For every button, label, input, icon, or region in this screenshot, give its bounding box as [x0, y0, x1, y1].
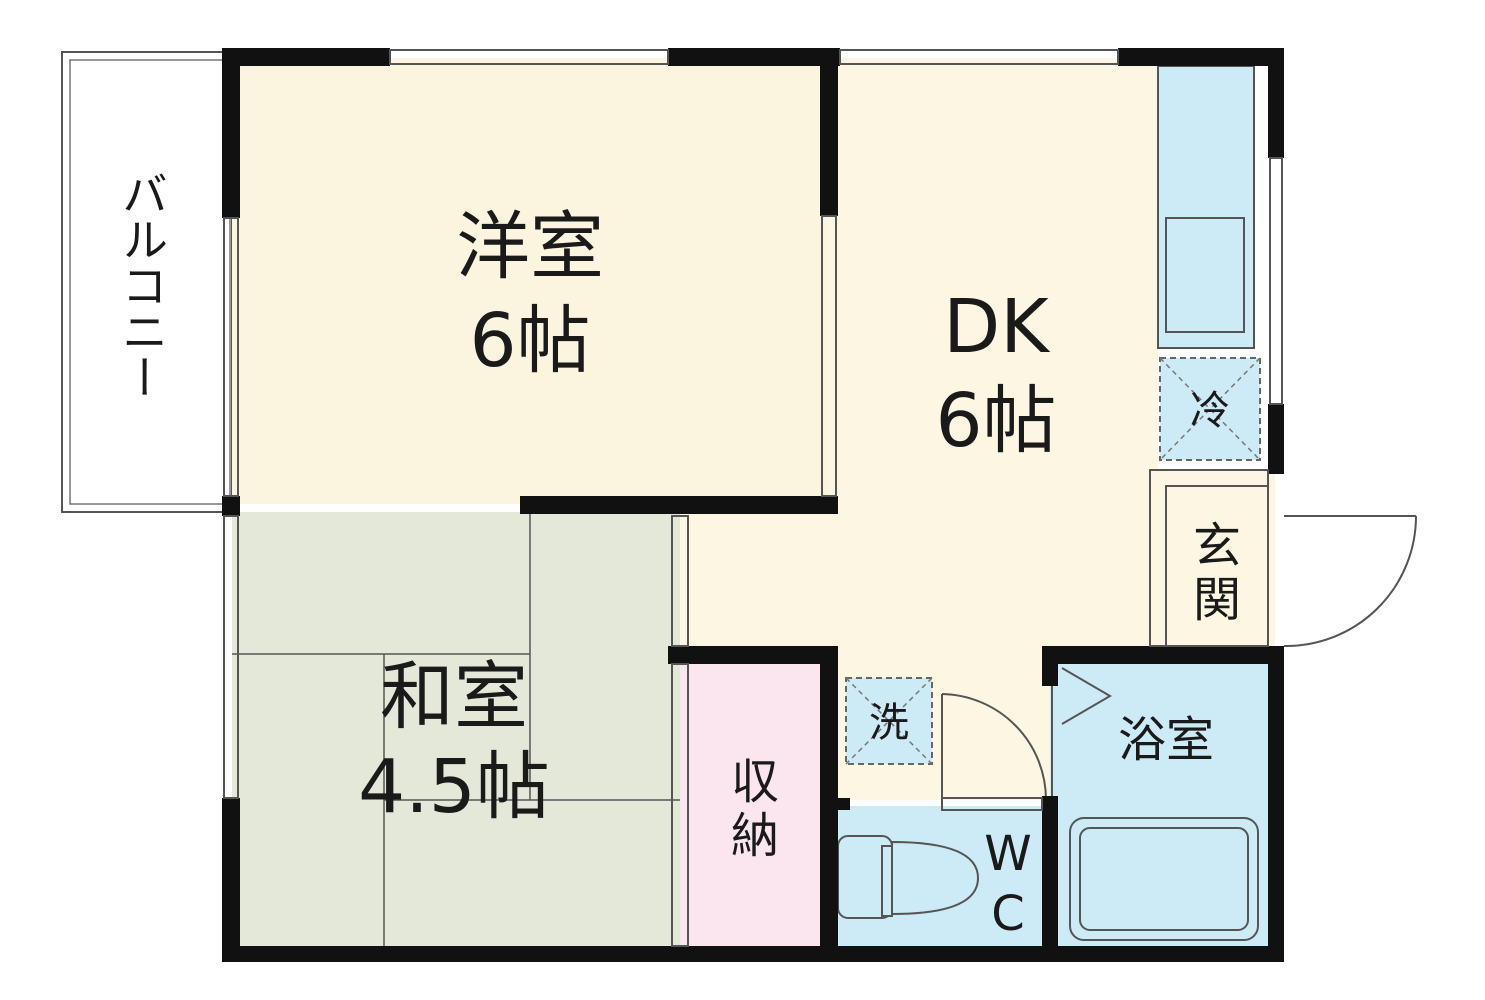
fridge-label: 冷 [1190, 388, 1230, 434]
balcony [61, 51, 233, 513]
bath-door [1061, 667, 1112, 725]
toilet [837, 835, 980, 919]
entrance-label-1: 玄 [1193, 518, 1241, 574]
japanese-room-size: 4.5帖 [358, 744, 550, 830]
entrance-label-2: 関 [1193, 572, 1241, 628]
wc-door [941, 693, 1047, 801]
windows [223, 49, 1283, 947]
western-room-name: 洋室 [456, 204, 604, 290]
bathtub [1069, 817, 1259, 941]
storage-label-2: 納 [731, 808, 779, 864]
japanese-room-floor [232, 512, 680, 956]
dk-size: 6帖 [935, 378, 1056, 464]
walls [222, 48, 1284, 962]
washer-space [845, 677, 933, 765]
western-room-floor [232, 58, 828, 504]
wc-label-2: C [991, 886, 1025, 942]
western-room-size: 6帖 [469, 298, 590, 384]
storage-label-1: 収 [731, 754, 779, 810]
japanese-room-name: 和室 [380, 654, 528, 740]
storage-floor [680, 654, 830, 956]
washer-label: 洗 [869, 700, 909, 746]
dk-name: DK [943, 284, 1051, 370]
tatami-lines [232, 512, 680, 956]
fridge-space [1159, 357, 1261, 461]
wc-label-1: W [984, 826, 1031, 882]
dk-floor-lower [680, 504, 1150, 654]
sink [1165, 217, 1245, 333]
balcony-label: バルコニー [115, 170, 169, 400]
entry-door [1283, 515, 1417, 648]
entrance-floor [1150, 470, 1275, 654]
bath-label: 浴室 [1118, 712, 1214, 768]
